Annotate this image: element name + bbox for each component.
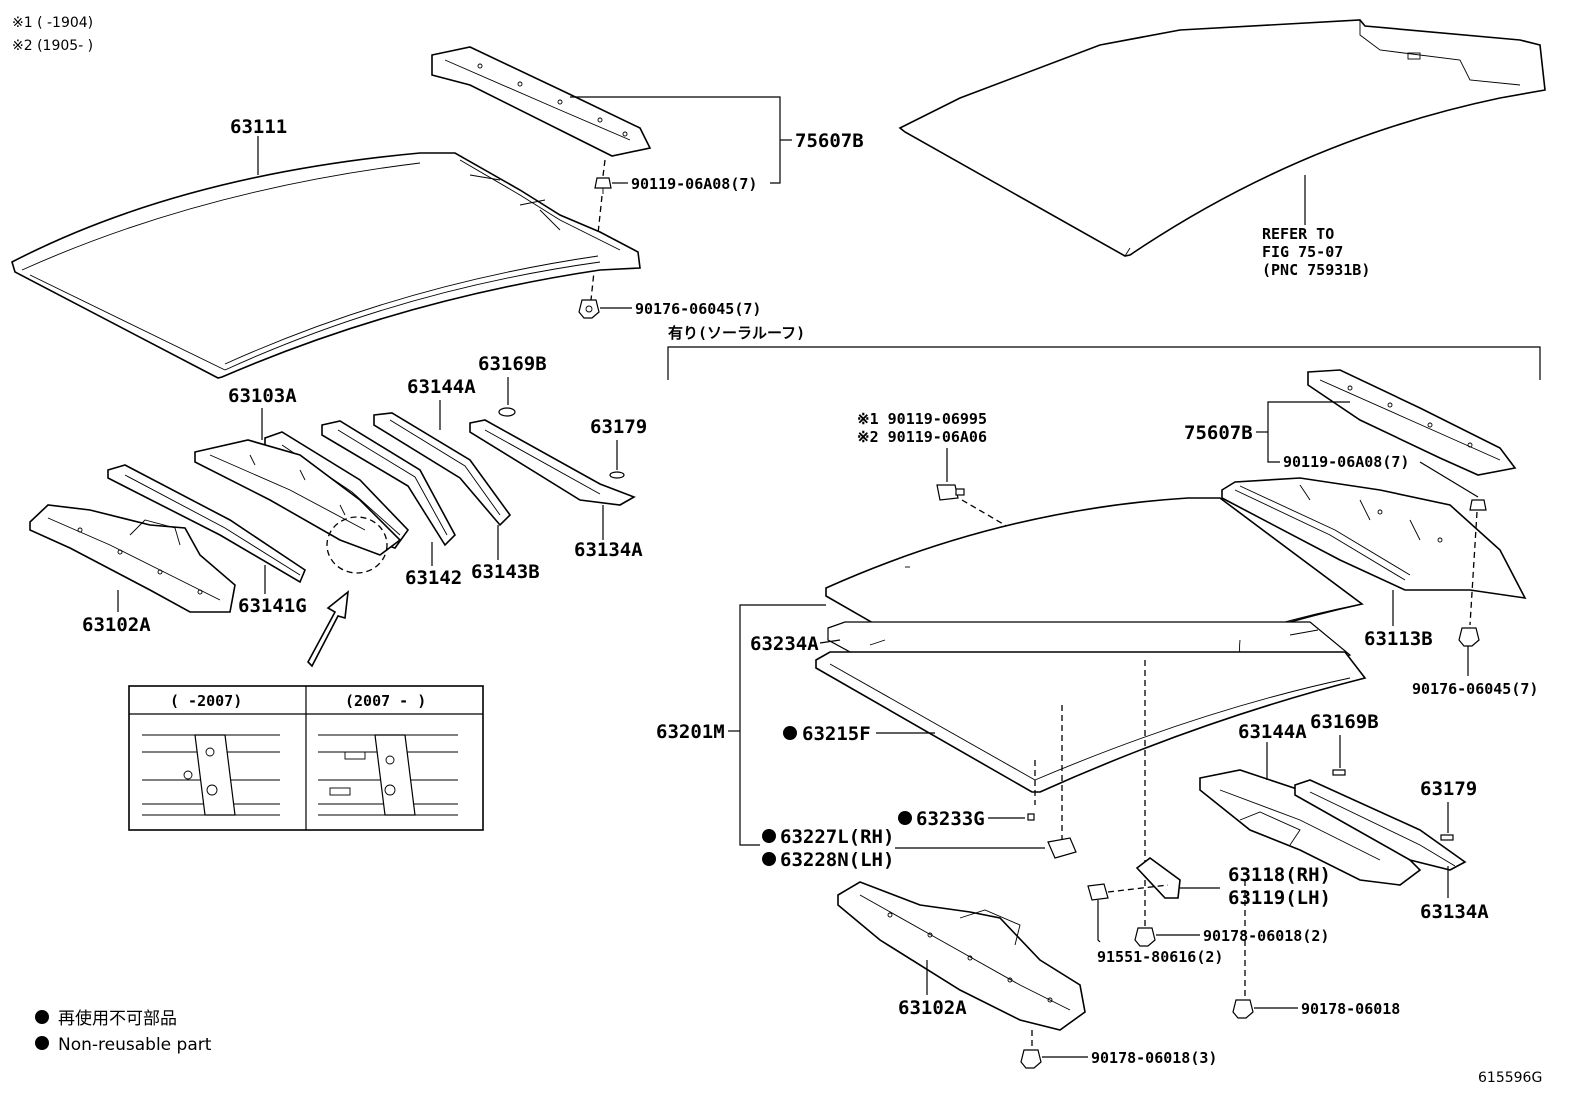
label-63179-solar: 63179 [1420, 778, 1477, 800]
bolt-91551-icon [1087, 883, 1109, 901]
label-90119-solar: 90119-06A08(7) [1283, 453, 1409, 471]
dash-91551 [1107, 884, 1169, 893]
label-63141G: 63141G [238, 595, 307, 617]
refer-line-1: REFER TO [1262, 225, 1334, 243]
legend-jp: 再使用不可部品 [58, 1008, 177, 1029]
reinforcement-63143B [373, 412, 512, 527]
rear-panel-63113B [1221, 477, 1527, 600]
clip-90119-solar-icon [1469, 499, 1487, 511]
nut-90178-c-icon [1020, 1049, 1042, 1069]
left-rail-75607B [431, 46, 652, 157]
label-63179-left: 63179 [590, 416, 647, 438]
view-arrow-icon [307, 590, 350, 668]
label-63142: 63142 [405, 567, 462, 589]
front-header-63102A-left [29, 504, 236, 613]
label-90119-06A06: ※2 90119-06A06 [857, 428, 987, 446]
figure-id: 615596G [1478, 1070, 1542, 1086]
label-63134A-left: 63134A [574, 539, 643, 561]
label-90119-06995: ※1 90119-06995 [857, 410, 987, 428]
label-63143B: 63143B [471, 561, 540, 583]
note-2: ※2 (1905- ) [12, 38, 93, 54]
label-63102A-left: 63102A [82, 614, 151, 636]
pad-63179-icon [609, 471, 625, 479]
label-63234A: 63234A [750, 633, 819, 655]
pad-63233G-icon [1027, 813, 1035, 821]
non-reusable-dot-63215F [783, 726, 797, 740]
clip-63169B-solar-icon [1332, 769, 1346, 776]
label-63201M: 63201M [656, 721, 725, 743]
nut-90178-a-icon [1134, 927, 1156, 947]
bracket-63201M [739, 604, 826, 846]
legend-en: Non-reusable part [58, 1035, 212, 1055]
label-63118: 63118(RH) [1228, 864, 1331, 886]
non-reusable-dot-63228N [762, 852, 776, 866]
dash-solar-rear [1469, 511, 1478, 626]
roof-panel-63111 [11, 152, 641, 379]
label-63144A-left: 63144A [407, 376, 476, 398]
solar-frame-63215F [815, 651, 1367, 793]
label-63233G: 63233G [916, 808, 985, 830]
lead-63234A [819, 639, 841, 644]
label-90119-left: 90119-06A08(7) [631, 175, 757, 193]
inset-label-left: ( -2007) [170, 692, 242, 710]
nut-90176-icon [578, 299, 600, 319]
label-63228N: 63228N(LH) [780, 849, 894, 871]
lead-90119-solar [1419, 461, 1479, 498]
label-63113B: 63113B [1364, 628, 1433, 650]
lead-91551 [1097, 900, 1101, 943]
label-63111: 63111 [230, 116, 287, 138]
front-bar-63141G [107, 464, 306, 584]
rear-bar-63134A [469, 419, 636, 506]
reinforcement-63142 [321, 420, 456, 547]
label-63169B-left: 63169B [478, 353, 547, 375]
solar-reinforcement-63144A [1199, 769, 1422, 886]
note-1: ※1 ( -1904) [12, 15, 93, 31]
seal-63227L-icon [1047, 837, 1077, 859]
solar-rear-bar-63134A [1294, 779, 1467, 871]
headliner [898, 19, 1546, 257]
inset-box [128, 685, 484, 831]
label-63102A-solar: 63102A [898, 997, 967, 1019]
label-90178-b: 90178-06018 [1301, 1000, 1400, 1018]
nut-90176-solar-icon [1458, 627, 1480, 647]
inset-label-right: (2007 - ) [345, 692, 426, 710]
bolt-solar-icon [936, 484, 965, 501]
label-91551: 91551-80616(2) [1097, 948, 1223, 966]
label-63169B-solar: 63169B [1310, 711, 1379, 733]
detail-circle [326, 516, 388, 574]
clip-90119-icon [594, 177, 612, 194]
nut-90178-b-icon [1232, 999, 1254, 1019]
label-63227L: 63227L(RH) [780, 826, 894, 848]
label-90176-solar: 90176-06045(7) [1412, 680, 1538, 698]
label-63134A-solar: 63134A [1420, 901, 1489, 923]
label-90178-a: 90178-06018(2) [1203, 927, 1329, 945]
legend-dot-jp [35, 1010, 49, 1024]
legend-dot-en [35, 1036, 49, 1050]
solar-front-header-63102A [837, 881, 1086, 1031]
refer-line-2: FIG 75-07 [1262, 243, 1343, 261]
solar-section-title: 有り(ソーラルーフ) [668, 324, 805, 342]
clip-63169B-icon [498, 407, 516, 417]
label-75607B-solar: 75607B [1184, 422, 1253, 444]
label-63215F: 63215F [802, 723, 871, 745]
refer-line-3: (PNC 75931B) [1262, 261, 1370, 279]
non-reusable-dot-63227L [762, 829, 776, 843]
label-90176-left: 90176-06045(7) [635, 300, 761, 318]
reinforcement-63141G [194, 439, 402, 556]
label-63119: 63119(LH) [1228, 887, 1331, 909]
pad-63179-solar-icon [1440, 834, 1454, 841]
non-reusable-dot-63233G [898, 811, 912, 825]
brace-63118-icon [1135, 856, 1181, 899]
label-75607B-left: 75607B [795, 130, 864, 152]
label-90178-c: 90178-06018(3) [1091, 1049, 1217, 1067]
solar-section-bracket [667, 346, 1541, 380]
label-63144A-solar: 63144A [1238, 721, 1307, 743]
label-63103A: 63103A [228, 385, 297, 407]
